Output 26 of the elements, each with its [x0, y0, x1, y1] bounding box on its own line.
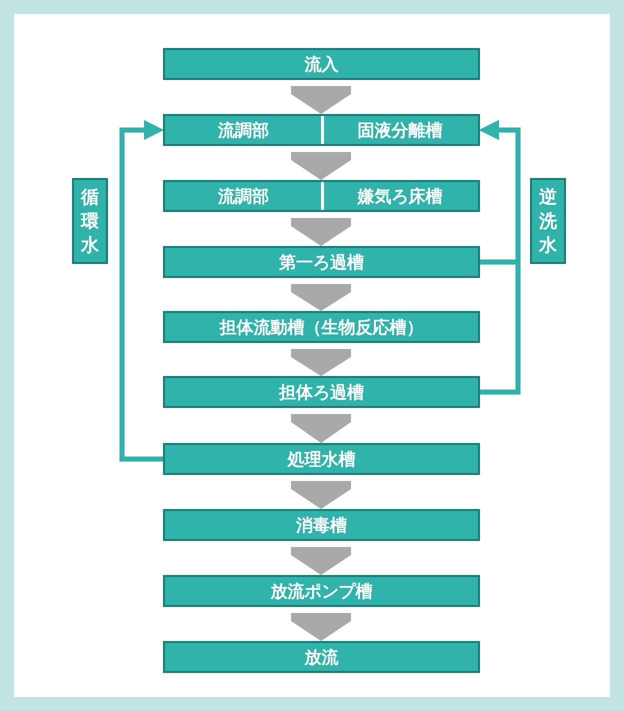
- box-text: 固液分離槽: [356, 120, 444, 142]
- box-text: 流調部: [216, 120, 270, 142]
- return-arrow: [120, 120, 164, 462]
- process-box: 消毒槽: [163, 509, 480, 541]
- flow-arrow: [291, 349, 351, 376]
- process-box: 放流ポンプ槽: [163, 575, 480, 607]
- box-text: 流調部: [216, 186, 270, 208]
- flow-arrow: [291, 547, 351, 575]
- label-box: 循環水: [72, 178, 108, 264]
- process-box: 第一ろ過槽: [163, 246, 480, 278]
- process-box: 担体流動槽（生物反応槽）: [163, 311, 480, 343]
- process-box: 担体ろ過槽: [163, 376, 480, 408]
- box-text: 嫌気ろ床槽: [356, 186, 444, 208]
- flow-arrow: [291, 284, 351, 311]
- flow-arrow: [291, 152, 351, 180]
- process-box: 処理水槽: [163, 443, 480, 475]
- flow-arrow: [291, 414, 351, 443]
- process-box: [163, 180, 480, 212]
- flow-arrow: [291, 86, 351, 114]
- label-box: 逆洗水: [530, 178, 566, 264]
- process-box: 放流: [163, 641, 480, 673]
- process-box: [163, 114, 480, 146]
- flow-arrow: [291, 613, 351, 641]
- process-box: 流入: [163, 48, 480, 80]
- flow-arrow: [291, 218, 351, 246]
- flow-arrow: [291, 481, 351, 509]
